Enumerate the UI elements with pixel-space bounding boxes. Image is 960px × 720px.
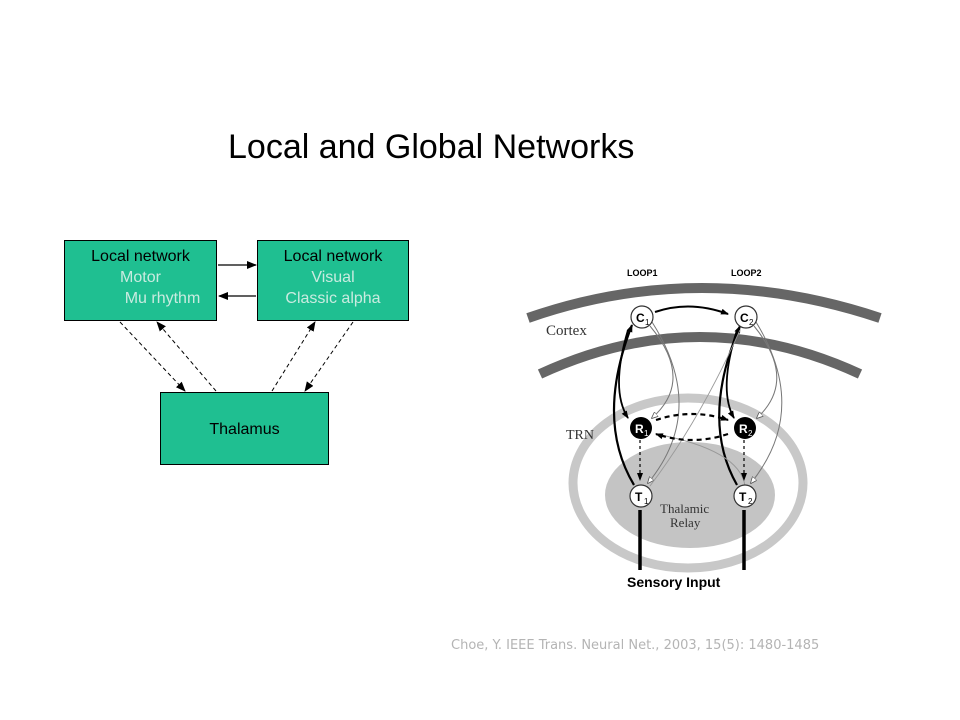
- loop2-label: LOOP2: [731, 268, 762, 278]
- c2-thin-to-r2: [753, 325, 778, 418]
- visual-box-rhythm: Classic alpha: [285, 290, 381, 307]
- c2-descending-left: [725, 329, 738, 419]
- visual-to-thalamus-arrow: [304, 321, 354, 392]
- thalamic-relay-label-2: Relay: [670, 515, 701, 530]
- motor-to-thalamus-arrow: [119, 321, 186, 392]
- node-c1: C 1: [630, 305, 654, 329]
- motor-network-box: Local network Motor Mu rhythm: [64, 240, 217, 321]
- svg-text:2: 2: [748, 429, 753, 438]
- thalamic-relay-label-1: Thalamic: [660, 501, 709, 516]
- c1-thin-to-t1: [648, 321, 680, 483]
- citation: Choe, Y. IEEE Trans. Neural Net., 2003, …: [451, 638, 820, 653]
- sensory-input-label: Sensory Input: [627, 574, 721, 590]
- svg-text:1: 1: [645, 318, 650, 327]
- svg-text:C: C: [740, 311, 749, 325]
- svg-text:1: 1: [644, 497, 649, 506]
- cortex-outer-arc: [526, 283, 882, 323]
- r2-to-r1-dashed: [655, 432, 729, 442]
- c1-to-c2-connection: [654, 305, 729, 315]
- motor-box-region: Motor: [120, 269, 161, 286]
- svg-text:2: 2: [748, 497, 753, 506]
- visual-box-heading: Local network: [283, 248, 383, 265]
- motor-box-rhythm: Mu rhythm: [124, 290, 201, 307]
- thalamic-relay-region: [605, 442, 775, 548]
- node-r2: R 2: [734, 417, 756, 439]
- thalamus-box-label: Thalamus: [209, 421, 280, 438]
- svg-text:2: 2: [749, 318, 754, 327]
- svg-text:T: T: [739, 490, 747, 504]
- svg-text:T: T: [635, 490, 643, 504]
- thalamus-box: Thalamus: [160, 392, 329, 465]
- visual-box-region: Visual: [311, 269, 355, 286]
- svg-text:1: 1: [644, 429, 649, 438]
- cortex-label: Cortex: [546, 323, 587, 339]
- svg-text:C: C: [636, 311, 645, 325]
- svg-text:R: R: [635, 422, 644, 436]
- visual-network-box: Local network Visual Classic alpha: [257, 240, 409, 321]
- slide-title: Local and Global Networks: [228, 128, 635, 166]
- t1-thin-to-c2: [649, 329, 741, 487]
- node-r1: R 1: [630, 417, 652, 439]
- c1-descending-left: [618, 329, 629, 419]
- c1-thin-to-r1: [649, 325, 674, 418]
- node-t1: T 1: [629, 484, 653, 508]
- svg-text:R: R: [739, 422, 748, 436]
- node-c2: C 2: [734, 305, 758, 329]
- motor-box-heading: Local network: [91, 248, 190, 265]
- thalamus-to-motor-arrow: [156, 321, 217, 392]
- trn-label: TRN: [566, 428, 594, 443]
- c2-thin-to-t2: [751, 321, 783, 483]
- loop1-label: LOOP1: [627, 268, 658, 278]
- node-t2: T 2: [733, 484, 757, 508]
- r1-to-r2-dashed: [655, 412, 729, 422]
- cortex-inner-arc: [537, 332, 863, 379]
